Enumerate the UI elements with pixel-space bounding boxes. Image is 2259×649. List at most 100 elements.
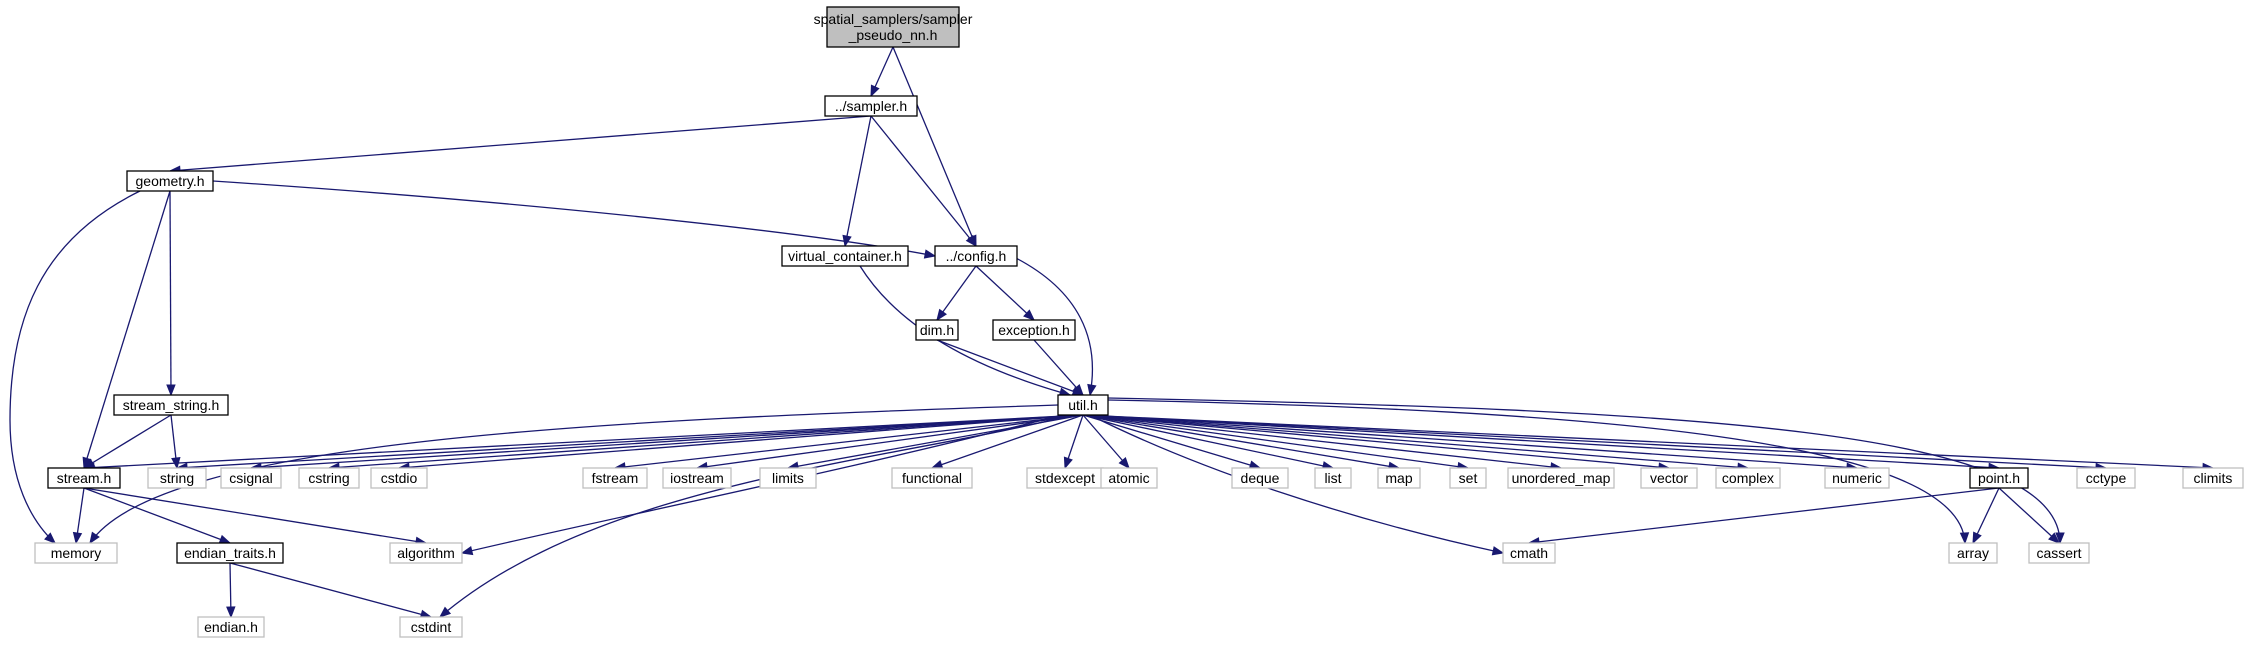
node-label: functional (902, 470, 962, 486)
edge-endian_traits-to-cstdint (229, 562, 433, 619)
node-endian-traits[interactable]: endian_traits.h (176, 542, 284, 564)
edge-stream-to-algorithm (83, 487, 428, 547)
edge-sampler-to-config (870, 115, 977, 248)
edge-exception-to-util (1033, 339, 1084, 397)
node-functional: functional (891, 467, 973, 489)
node-sampler[interactable]: ../sampler.h (824, 95, 918, 117)
node-label: string (160, 470, 194, 486)
arrowhead (923, 249, 937, 259)
arrowhead (2055, 532, 2065, 545)
node-label: array (1957, 545, 1989, 561)
edge-config-to-exception (975, 265, 1035, 321)
edge-root-to-sampler (870, 46, 894, 98)
node-box (1824, 467, 1890, 489)
arrowhead (1491, 546, 1505, 556)
node-box (1231, 467, 1289, 489)
arrowhead (2048, 532, 2060, 544)
node-numeric: numeric (1824, 467, 1890, 489)
arrowhead (1118, 456, 1130, 470)
arrowhead (1063, 456, 1073, 470)
edge-util-to-vector (1082, 414, 1671, 472)
edge-util-to-complex (1082, 414, 1750, 472)
node-cstdint: cstdint (399, 616, 463, 638)
node-label: unordered_map (1512, 470, 1611, 486)
node-stream-string[interactable]: stream_string.h (113, 394, 229, 416)
node-stream[interactable]: stream.h (47, 467, 121, 489)
edge-util-to-atomic (1082, 414, 1130, 470)
node-label: csignal (229, 470, 273, 486)
node-label: limits (772, 470, 804, 486)
edge-util-to-algorithm (460, 414, 1063, 556)
edge-stream_string-to-string (170, 414, 181, 470)
arrowhead (460, 545, 474, 556)
node-box (1502, 542, 1556, 564)
node-iostream: iostream (662, 467, 732, 489)
node-box (1100, 467, 1158, 489)
node-label: cstdio (381, 470, 418, 486)
node-label: stream.h (57, 470, 111, 486)
node-csignal: csignal (220, 467, 282, 489)
arrowhead (1972, 531, 1982, 545)
node-vector: vector (1640, 467, 1698, 489)
edge-util-to-memory (89, 404, 1059, 545)
node-box (47, 467, 121, 489)
node-box (781, 245, 909, 267)
edge-stream-to-memory (72, 487, 85, 545)
arrowhead (930, 460, 944, 469)
node-label: spatial_samplers/sampler (814, 11, 973, 27)
node-box (992, 319, 1076, 341)
node-box (34, 542, 118, 564)
node-algorithm: algorithm (389, 542, 463, 564)
node-label: dim.h (920, 322, 954, 338)
node-point[interactable]: point.h (1969, 467, 2029, 489)
node-exception[interactable]: exception.h (992, 319, 1076, 341)
arrowhead (936, 308, 947, 322)
edge-util-to-cstdint (438, 414, 1073, 618)
node-dim[interactable]: dim.h (915, 319, 959, 341)
edge-endian_traits-to-endian (226, 562, 236, 619)
node-label: algorithm (397, 545, 455, 561)
node-util[interactable]: util.h (1057, 394, 1109, 416)
node-endian: endian.h (197, 616, 265, 638)
edge-dim-to-util (936, 339, 1085, 396)
edge-util-to-set (1082, 414, 1470, 472)
edge-point-to-array (1972, 487, 2000, 545)
node-box (1948, 542, 1998, 564)
node-set: set (1449, 467, 1487, 489)
node-label: point.h (1978, 470, 2020, 486)
node-label: complex (1722, 470, 1774, 486)
node-unordered-map: unordered_map (1507, 467, 1615, 489)
node-label: geometry.h (136, 173, 205, 189)
node-box (759, 467, 817, 489)
arrowhead (166, 384, 176, 397)
edge-util-to-cctype (1082, 414, 2108, 473)
node-cctype: cctype (2076, 467, 2136, 489)
node-label: endian_traits.h (184, 545, 276, 561)
node-box (1715, 467, 1781, 489)
arrowhead (1023, 309, 1035, 321)
node-box (113, 394, 229, 416)
node-box (915, 319, 959, 341)
node-label: exception.h (998, 322, 1070, 338)
edge-util-to-point (1082, 414, 2001, 473)
node-config[interactable]: ../config.h (934, 245, 1018, 267)
node-root[interactable]: spatial_samplers/sampler_pseudo_nn.h (814, 6, 973, 48)
node-label: memory (51, 545, 102, 561)
node-label: ../config.h (946, 248, 1007, 264)
arrowhead (1072, 384, 1084, 397)
edge-geometry-to-memory (9, 190, 141, 544)
node-cstring: cstring (298, 467, 360, 489)
node-geometry[interactable]: geometry.h (126, 170, 214, 192)
node-label: cctype (2086, 470, 2127, 486)
node-virtual-container[interactable]: virtual_container.h (781, 245, 909, 267)
edge-util-to-cmath (1089, 414, 1505, 556)
edge-geometry-to-config (212, 180, 937, 259)
node-label: cmath (1510, 545, 1548, 561)
node-box (220, 467, 282, 489)
edge-point-to-cassert (1998, 487, 2060, 544)
node-box (662, 467, 732, 489)
node-label: atomic (1108, 470, 1149, 486)
edge-util-to-stdexcept (1063, 414, 1084, 470)
node-stdexcept: stdexcept (1026, 467, 1104, 489)
